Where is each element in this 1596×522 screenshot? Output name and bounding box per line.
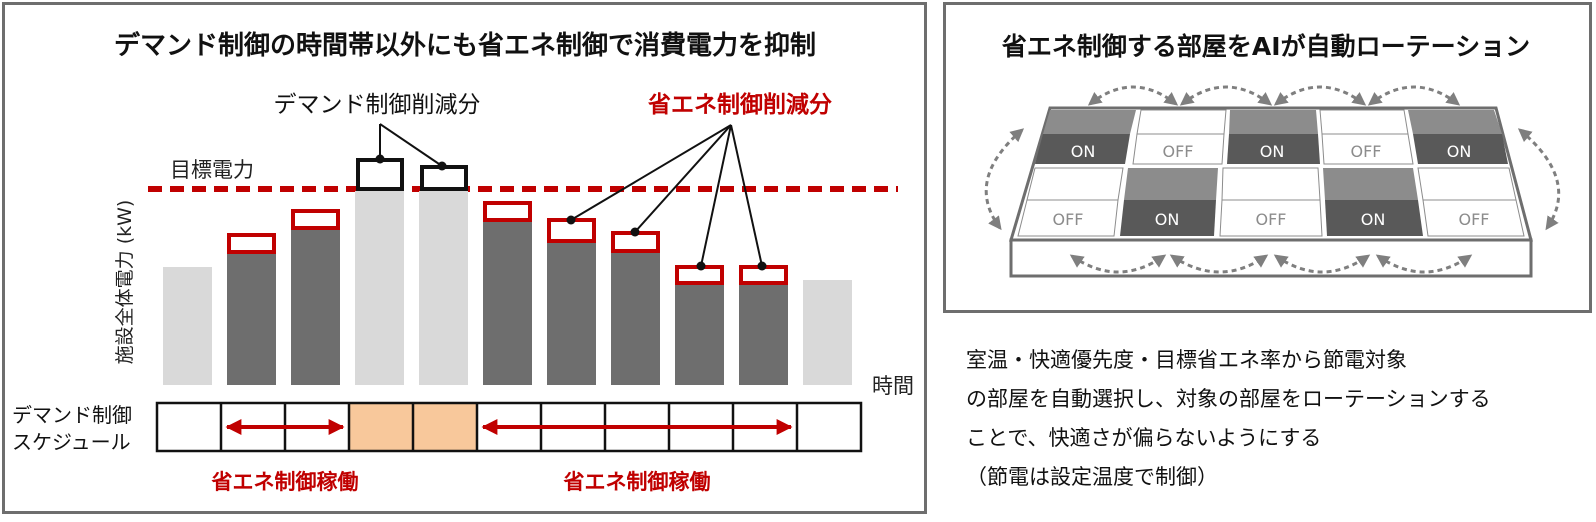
- room-back-1-status: ON: [1071, 142, 1096, 161]
- bar-5: [419, 191, 468, 385]
- es-leader-dot-4: [757, 261, 767, 271]
- x-axis-label: 時間: [872, 374, 914, 398]
- rotation-arrow-top-3: [1273, 85, 1367, 106]
- room-back-2: OFF: [1132, 109, 1227, 165]
- demand-leader-dot-2: [437, 161, 447, 171]
- schedule-cell-5: [413, 403, 477, 451]
- room-front-4: ON: [1323, 168, 1423, 236]
- es-reduction-box-3: [291, 209, 340, 230]
- rotation-arrow-top-1: [1087, 85, 1179, 106]
- building-front-face: [1009, 238, 1533, 278]
- bar-2: [227, 253, 276, 385]
- demand-reduction-boxes: [356, 158, 468, 191]
- room-back-1: ON: [1035, 110, 1136, 164]
- description-line1: 室温・快適優先度・目標省エネ率から節電対象: [966, 348, 1407, 372]
- schedule-cell-4: [349, 403, 413, 451]
- demand-reduction-box-4: [356, 158, 404, 191]
- right-panel: [943, 2, 1592, 313]
- schedule-frame: [155, 401, 863, 453]
- es-reduction-box-6: [483, 201, 532, 222]
- rotation-arrow-top-2: [1179, 85, 1273, 106]
- room-front-3-status: OFF: [1256, 210, 1287, 229]
- rotation-arrow-bottom-3: [1273, 254, 1371, 274]
- room-front-2: ON: [1120, 168, 1218, 236]
- room-front-1: OFF: [1017, 167, 1124, 237]
- schedule-grid: [155, 401, 863, 453]
- es-leader-dot-3: [696, 261, 706, 271]
- bar-3: [291, 229, 340, 385]
- left-panel: [2, 2, 927, 514]
- room-back-3-status: ON: [1260, 142, 1285, 161]
- es-leader-dot-1: [566, 215, 576, 225]
- room-front-3: OFF: [1219, 167, 1323, 237]
- room-back-5-status: ON: [1447, 142, 1472, 161]
- energy-saving-reduction-label: 省エネ制御削減分: [647, 91, 832, 118]
- bar-9: [675, 284, 724, 385]
- description-line2: の部屋を自動選択し、対象の部屋をローテーションする: [966, 387, 1491, 411]
- schedule-label-line2: スケジュール: [12, 430, 131, 454]
- y-axis-label: 施設全体電力 (kW): [114, 200, 136, 365]
- rotation-arrow-right: [1517, 128, 1561, 231]
- es-reduction-box-2: [227, 233, 276, 254]
- left-panel-title: デマンド制御の時間帯以外にも省エネ制御で消費電力を抑制: [114, 30, 816, 61]
- right-panel-title: 省エネ制御する部屋をAIが自動ローテーション: [1001, 32, 1530, 61]
- target-power-label: 目標電力: [170, 158, 254, 182]
- rooms-front-row: OFF ON OFF ON OFF: [1017, 167, 1525, 237]
- room-back-2-status: OFF: [1163, 142, 1194, 161]
- bar-6: [483, 221, 532, 385]
- es-leader-dot-2: [630, 227, 640, 237]
- energy-saving-reduction-boxes: [227, 201, 788, 285]
- room-back-5: ON: [1408, 110, 1508, 164]
- room-back-3: ON: [1227, 110, 1320, 164]
- rotation-arrow-bottom-1: [1069, 254, 1167, 274]
- rotation-arrow-bottom-4: [1375, 254, 1473, 274]
- room-back-4-status: OFF: [1351, 142, 1382, 161]
- energy-saving-reduction-leader: [570, 124, 763, 267]
- bar-8: [611, 252, 660, 385]
- power-bars: [163, 191, 852, 385]
- rotation-arrow-top-4: [1367, 85, 1461, 106]
- rotation-arrows: [984, 85, 1561, 274]
- bar-1: [163, 267, 212, 385]
- schedule-label-line1: デマンド制御: [12, 403, 132, 427]
- rotation-arrow-left: [984, 128, 1025, 231]
- operation-label-2: 省エネ制御稼働: [563, 470, 711, 494]
- bar-10: [739, 284, 788, 385]
- demand-reduction-label: デマンド制御削減分: [274, 92, 481, 118]
- demand-leader-dot-1: [375, 154, 385, 164]
- room-front-5-status: OFF: [1459, 210, 1490, 229]
- room-front-2-status: ON: [1155, 210, 1180, 229]
- bar-4: [355, 191, 404, 385]
- demand-reduction-box-5: [420, 165, 468, 191]
- description-line4: （節電は設定温度で制御）: [966, 465, 1218, 489]
- room-front-5: OFF: [1417, 167, 1525, 237]
- room-back-4: OFF: [1319, 109, 1414, 165]
- operation-label-1: 省エネ制御稼働: [211, 470, 359, 494]
- demand-reduction-leader: [379, 123, 443, 167]
- bar-11: [803, 280, 852, 385]
- rotation-arrow-bottom-2: [1169, 254, 1269, 274]
- room-front-4-status: ON: [1361, 210, 1386, 229]
- room-front-1-status: OFF: [1053, 210, 1084, 229]
- rooms-back-row: ON OFF ON OFF ON: [1035, 109, 1508, 165]
- bar-7: [547, 242, 596, 385]
- description-line3: ことで、快適さが偏らないようにする: [966, 426, 1321, 450]
